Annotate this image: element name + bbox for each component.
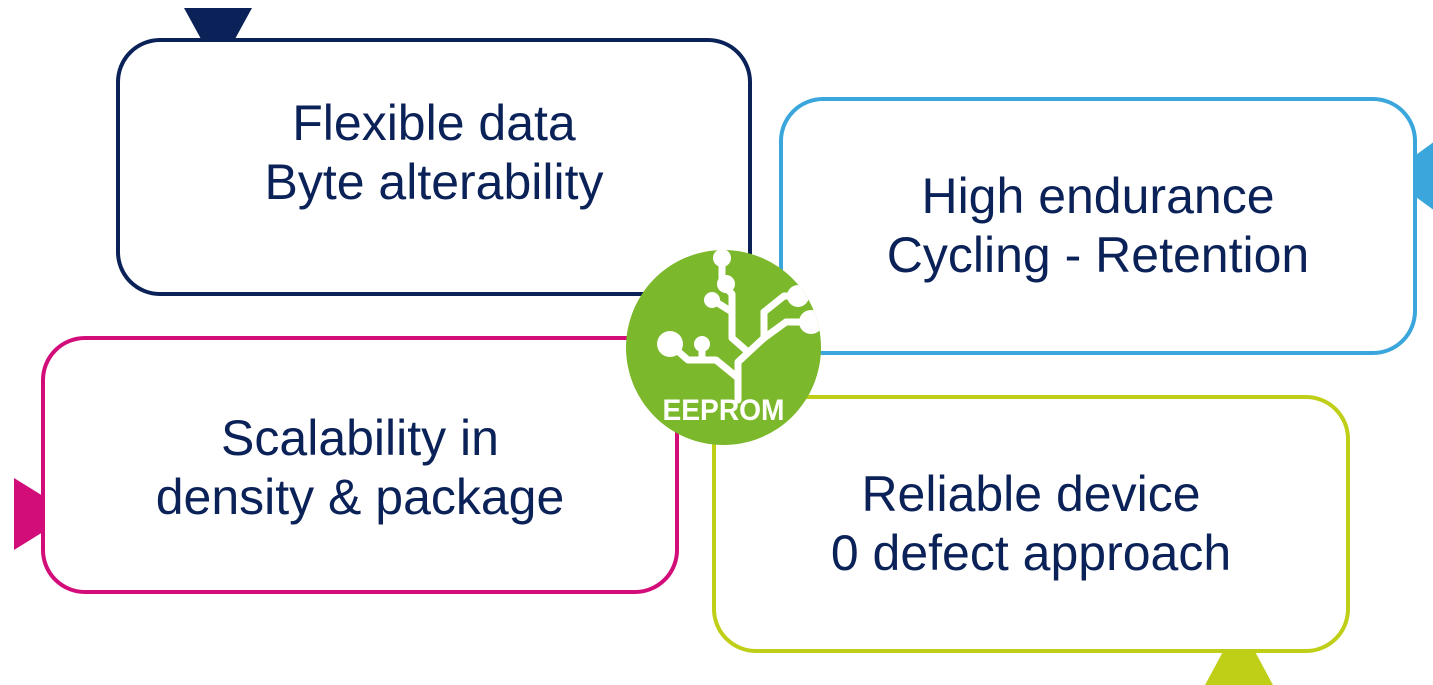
card-subtitle: 0 defect approach (830, 525, 1232, 581)
card-subtitle: Byte alterability (264, 154, 604, 210)
flexible-data-card: Flexible data Byte alterability (116, 38, 752, 296)
card-text: Scalability in density & package (156, 409, 565, 527)
eeprom-badge: EEPROM (626, 250, 821, 445)
badge-label: EEPROM (663, 394, 785, 427)
card-text: Flexible data Byte alterability (264, 94, 603, 212)
card-title: Flexible data (292, 95, 576, 151)
card-title: Scalability in (221, 410, 499, 466)
card-subtitle: Cycling - Retention (886, 227, 1310, 283)
reliable-device-card: Reliable device 0 defect approach (712, 395, 1350, 653)
card-subtitle: density & package (155, 469, 565, 525)
card-title: Reliable device (861, 466, 1201, 522)
badge-circle (626, 250, 821, 445)
scalability-card: Scalability in density & package (41, 336, 679, 594)
card-text: Reliable device 0 defect approach (831, 465, 1231, 583)
card-text: High endurance Cycling - Retention (887, 167, 1309, 285)
circuit-tree-icon (657, 250, 821, 404)
high-endurance-card: High endurance Cycling - Retention (779, 97, 1417, 355)
card-title: High endurance (921, 168, 1275, 224)
